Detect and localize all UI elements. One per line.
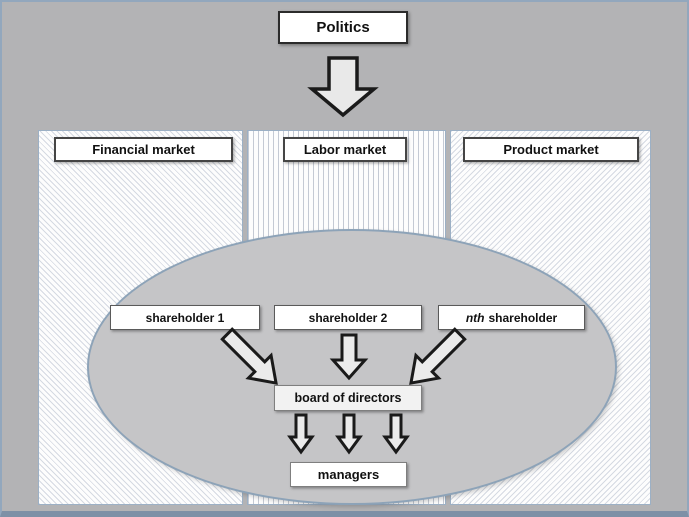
down-arrow-icon [287, 413, 315, 455]
nth-shareholder-box: nth shareholder [438, 305, 585, 330]
nth-shareholder-label: shareholder [488, 310, 558, 325]
down-arrow-icon [335, 413, 363, 455]
shareholder-1-label: shareholder 1 [145, 310, 225, 325]
labor-market-label-box: Labor market [283, 137, 407, 162]
down-left-arrow-icon [409, 327, 467, 385]
politics-label: Politics [316, 19, 370, 36]
product-market-label: Product market [503, 142, 599, 157]
managers-label: managers [317, 467, 380, 482]
labor-market-label: Labor market [303, 142, 387, 157]
financial-market-label-box: Financial market [54, 137, 233, 162]
nth-shareholder-label-italic: nth [465, 310, 485, 325]
down-arrow-icon [329, 333, 369, 381]
shareholder-2-box: shareholder 2 [274, 305, 422, 330]
shareholder-1-box: shareholder 1 [110, 305, 260, 330]
financial-market-label: Financial market [92, 142, 195, 157]
down-arrow-icon [382, 413, 410, 455]
board-of-directors-label: board of directors [294, 391, 402, 405]
board-of-directors-box: board of directors [274, 385, 422, 411]
managers-box: managers [290, 462, 407, 487]
down-right-arrow-icon [220, 327, 278, 385]
product-market-label-box: Product market [463, 137, 639, 162]
down-arrow-icon [307, 56, 379, 118]
politics-box: Politics [278, 11, 408, 44]
shareholder-2-label: shareholder 2 [308, 310, 388, 325]
